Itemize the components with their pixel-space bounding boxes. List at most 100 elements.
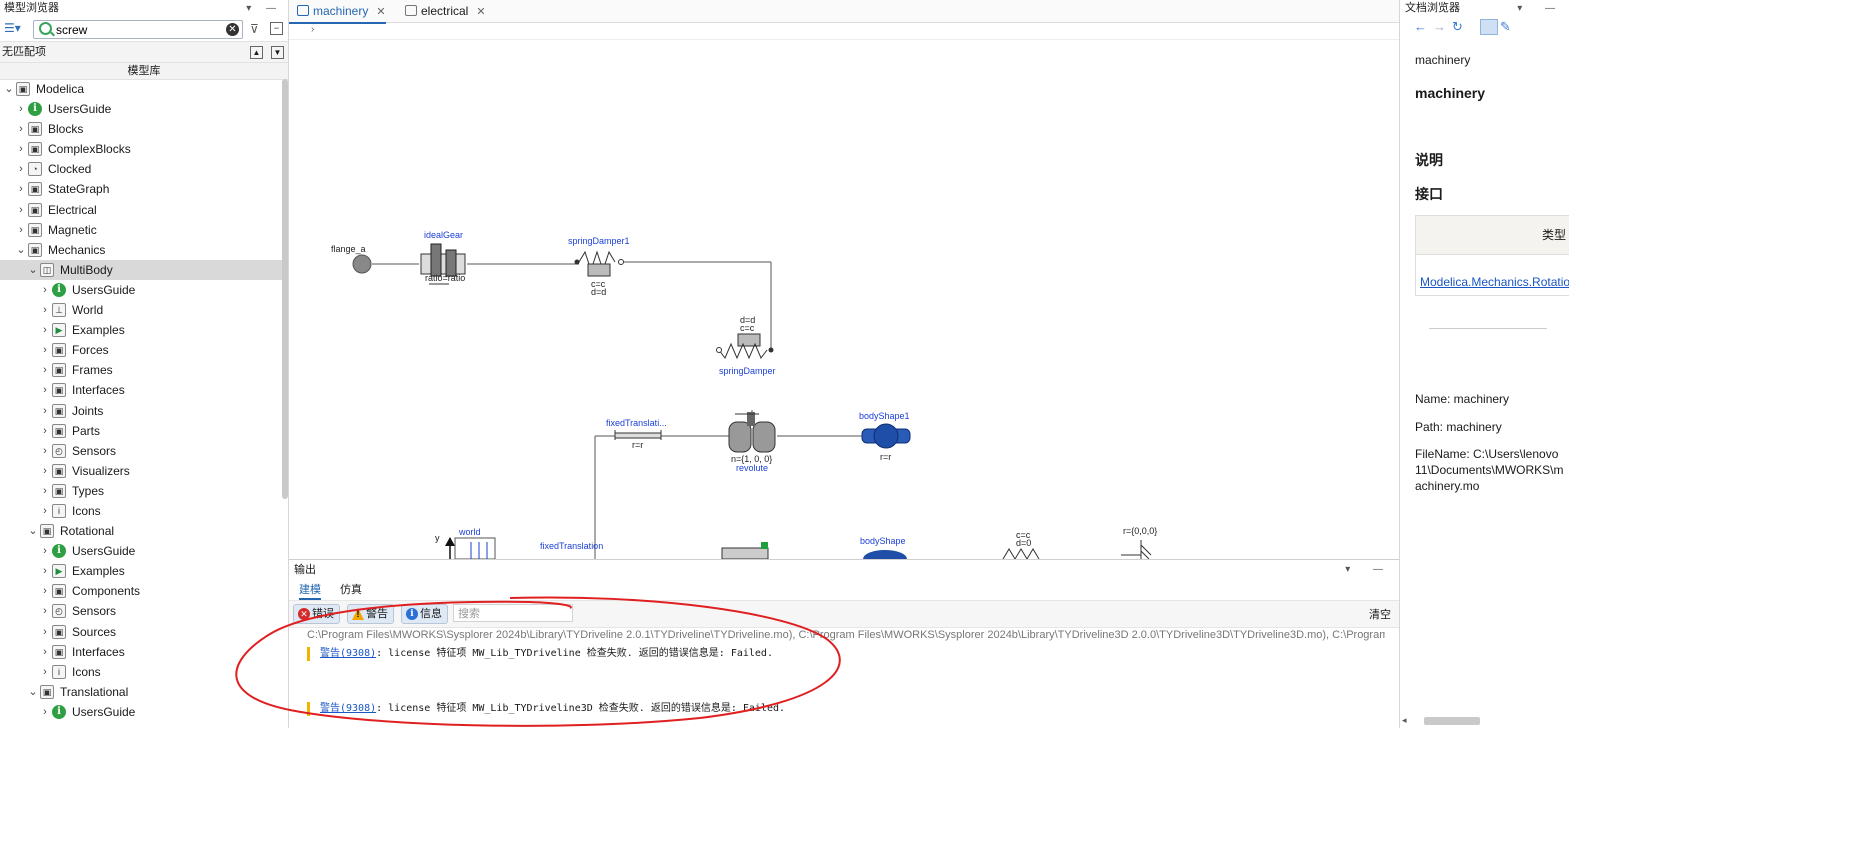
clear-search-icon[interactable]: ✕ <box>226 23 239 36</box>
prev-match-icon[interactable]: ▲ <box>250 46 263 59</box>
panel-menu-icon[interactable]: ▾ — <box>1517 3 1565 14</box>
diagram-canvas[interactable]: flange_a idealGear ratio=ratio springDam… <box>289 40 1399 559</box>
expand-arrow-icon[interactable]: › <box>43 605 47 618</box>
collapse-arrow-icon[interactable]: ⌄ <box>28 263 38 276</box>
expand-arrow-icon[interactable]: › <box>43 324 47 337</box>
expand-arrow-icon[interactable]: › <box>43 585 47 598</box>
view-doc-icon[interactable] <box>1480 19 1498 35</box>
partial-block-1[interactable] <box>721 542 769 559</box>
expand-arrow-icon[interactable]: › <box>43 364 47 377</box>
expand-arrow-icon[interactable]: › <box>43 625 47 638</box>
diagram-svg[interactable]: flange_a idealGear ratio=ratio springDam… <box>289 40 1399 559</box>
tree-item-sources[interactable]: ›▣Sources <box>0 622 282 642</box>
expand-arrow-icon[interactable]: › <box>43 283 47 296</box>
tree-item-sensors[interactable]: ›◴Sensors <box>0 441 282 461</box>
expand-arrow-icon[interactable]: › <box>19 123 23 136</box>
expand-arrow-icon[interactable]: › <box>43 484 47 497</box>
search-box[interactable]: ✕ <box>33 20 243 39</box>
expand-arrow-icon[interactable]: › <box>19 223 23 236</box>
error-filter-button[interactable]: ✕错误 <box>293 604 340 624</box>
expand-arrow-icon[interactable]: › <box>43 384 47 397</box>
partial-fixed[interactable] <box>1121 540 1152 559</box>
clear-button[interactable]: 清空 <box>1369 609 1391 621</box>
tree-item-components[interactable]: ›▣Components <box>0 581 282 601</box>
library-dropdown-icon[interactable]: ☰▾ <box>4 21 21 35</box>
back-icon[interactable]: ← <box>1414 19 1427 34</box>
tab-modeling[interactable]: 建模 <box>299 582 321 600</box>
tree-item-electrical[interactable]: ›▣Electrical <box>0 200 282 220</box>
revolute-block[interactable] <box>728 412 776 453</box>
doc-hscrollbar[interactable] <box>1424 717 1480 725</box>
expand-arrow-icon[interactable]: › <box>43 344 47 357</box>
spring-damper1-block[interactable] <box>574 250 624 277</box>
expand-arrow-icon[interactable]: › <box>43 444 47 457</box>
tree-item-frames[interactable]: ›▣Frames <box>0 360 282 380</box>
expand-arrow-icon[interactable]: › <box>43 504 47 517</box>
collapse-arrow-icon[interactable]: ⌄ <box>4 83 14 95</box>
tree-item-sensors[interactable]: ›◴Sensors <box>0 601 282 621</box>
body-shape-block[interactable] <box>863 550 907 559</box>
tree-item-forces[interactable]: ›▣Forces <box>0 340 282 360</box>
edit-doc-icon[interactable]: ✎ <box>1500 19 1511 34</box>
warning-link[interactable]: 警告(9308) <box>320 703 377 714</box>
tab-electrical[interactable]: electrical✕ <box>397 0 486 22</box>
warning-link[interactable]: 警告(9308) <box>320 648 377 659</box>
expand-arrow-icon[interactable]: › <box>43 565 47 578</box>
spring-damper-block[interactable] <box>716 333 774 360</box>
expand-arrow-icon[interactable]: › <box>43 304 47 317</box>
scroll-left-icon[interactable]: ◂ <box>1402 715 1407 725</box>
tree-item-multibody[interactable]: ⌄◫MultiBody <box>0 259 282 280</box>
expand-arrow-icon[interactable]: › <box>19 183 23 196</box>
expand-arrow-icon[interactable]: › <box>43 464 47 477</box>
tab-simulation[interactable]: 仿真 <box>340 584 362 596</box>
refresh-icon[interactable]: ↻ <box>1452 19 1463 34</box>
fixed-translation1-block[interactable] <box>614 430 662 440</box>
panel-menu-icon[interactable]: ▾ — <box>246 3 282 14</box>
tree-item-stategraph[interactable]: ›▣StateGraph <box>0 179 282 199</box>
collapse-all-icon[interactable]: − <box>270 22 283 35</box>
tree-item-examples[interactable]: ›▶Examples <box>0 561 282 581</box>
expand-arrow-icon[interactable]: › <box>43 645 47 658</box>
tree-item-complexblocks[interactable]: ›▣ComplexBlocks <box>0 139 282 159</box>
tree-item-magnetic[interactable]: ›▣Magnetic <box>0 220 282 240</box>
type-link[interactable]: Modelica.Mechanics.Rotational <box>1420 275 1569 289</box>
expand-arrow-icon[interactable]: › <box>43 545 47 558</box>
collapse-arrow-icon[interactable]: ⌄ <box>28 685 38 698</box>
tree-item-translational[interactable]: ⌄▣Translational <box>0 682 282 702</box>
expand-arrow-icon[interactable]: › <box>19 143 23 156</box>
ideal-gear-block[interactable] <box>420 243 466 285</box>
output-search-input[interactable]: 搜索 <box>453 604 573 622</box>
expand-arrow-icon[interactable]: › <box>19 103 23 116</box>
flange-a-port[interactable] <box>352 254 372 274</box>
expand-arrow-icon[interactable]: › <box>43 665 47 678</box>
warning-filter-button[interactable]: !警告 <box>347 604 394 624</box>
tree-item-blocks[interactable]: ›▣Blocks <box>0 119 282 139</box>
world-block[interactable] <box>445 537 496 559</box>
tree-item-mechanics[interactable]: ⌄▣Mechanics <box>0 240 282 260</box>
expand-arrow-icon[interactable]: › <box>43 404 47 417</box>
tree-scrollbar[interactable] <box>282 79 288 499</box>
forward-icon[interactable]: → <box>1433 19 1446 34</box>
tree-item-visualizers[interactable]: ›▣Visualizers <box>0 461 282 481</box>
panel-menu-icon[interactable]: ▾ — <box>1345 564 1393 575</box>
next-match-icon[interactable]: ▼ <box>271 46 284 59</box>
tree-item-modelica[interactable]: ⌄▣Modelica <box>0 79 282 99</box>
close-icon[interactable]: ✕ <box>476 6 486 18</box>
partial-spring[interactable] <box>1002 548 1040 559</box>
close-icon[interactable]: ✕ <box>376 6 386 18</box>
expand-arrow-icon[interactable]: › <box>19 203 23 216</box>
tree-item-types[interactable]: ›▣Types <box>0 481 282 501</box>
tree-item-interfaces[interactable]: ›▣Interfaces <box>0 642 282 662</box>
breadcrumb[interactable]: › <box>289 23 1399 40</box>
expand-arrow-icon[interactable]: › <box>19 163 23 176</box>
tree-item-rotational[interactable]: ⌄▣Rotational <box>0 521 282 541</box>
tab-machinery[interactable]: machinery✕ <box>289 0 386 24</box>
expand-arrow-icon[interactable]: › <box>43 424 47 437</box>
collapse-arrow-icon[interactable]: ⌄ <box>16 243 26 256</box>
